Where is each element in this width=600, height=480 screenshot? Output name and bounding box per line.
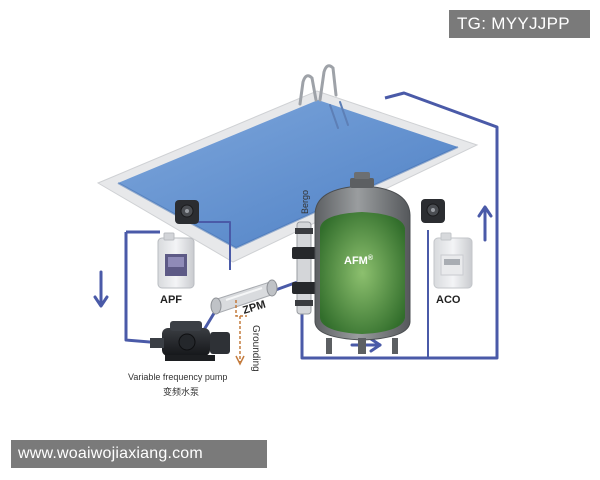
afm-label: AFM® [344,254,374,267]
apf-dosing-line [192,221,231,270]
return-pipe [300,91,499,360]
variable-frequency-pump [150,321,230,361]
pool-ladder [298,64,349,129]
pump-label-en: Variable frequency pump [128,372,227,382]
aco-dosing-pump-icon [421,199,445,223]
grounding-label: Grounding [250,325,261,372]
afm-filter-tank [314,172,411,354]
grounding-wire [235,300,247,366]
watermark-bottom: www.woaiwojiaxiang.com [11,440,267,468]
zpm-unit [210,279,278,315]
bergo-label: Bergo [300,190,310,214]
afm-registered-mark: ® [368,254,374,262]
bergo-multiport-valve [292,221,318,315]
apf-canister [157,232,195,289]
afm-label-text: AFM [344,255,368,267]
pump-label-cn: 变频水泵 [163,386,199,397]
apf-dosing-pump-icon [175,200,199,224]
suction-pipe [124,232,163,345]
aco-canister [433,232,473,289]
apf-label: APF [160,294,182,306]
watermark-top: TG: MYYJJPP [449,10,590,38]
down-arrow-icon [93,270,109,308]
pool-inner-wall [117,146,459,250]
aco-label: ACO [436,294,461,306]
swimming-pool [96,90,479,263]
up-arrow-icon [477,205,493,242]
pool-water [118,100,458,248]
